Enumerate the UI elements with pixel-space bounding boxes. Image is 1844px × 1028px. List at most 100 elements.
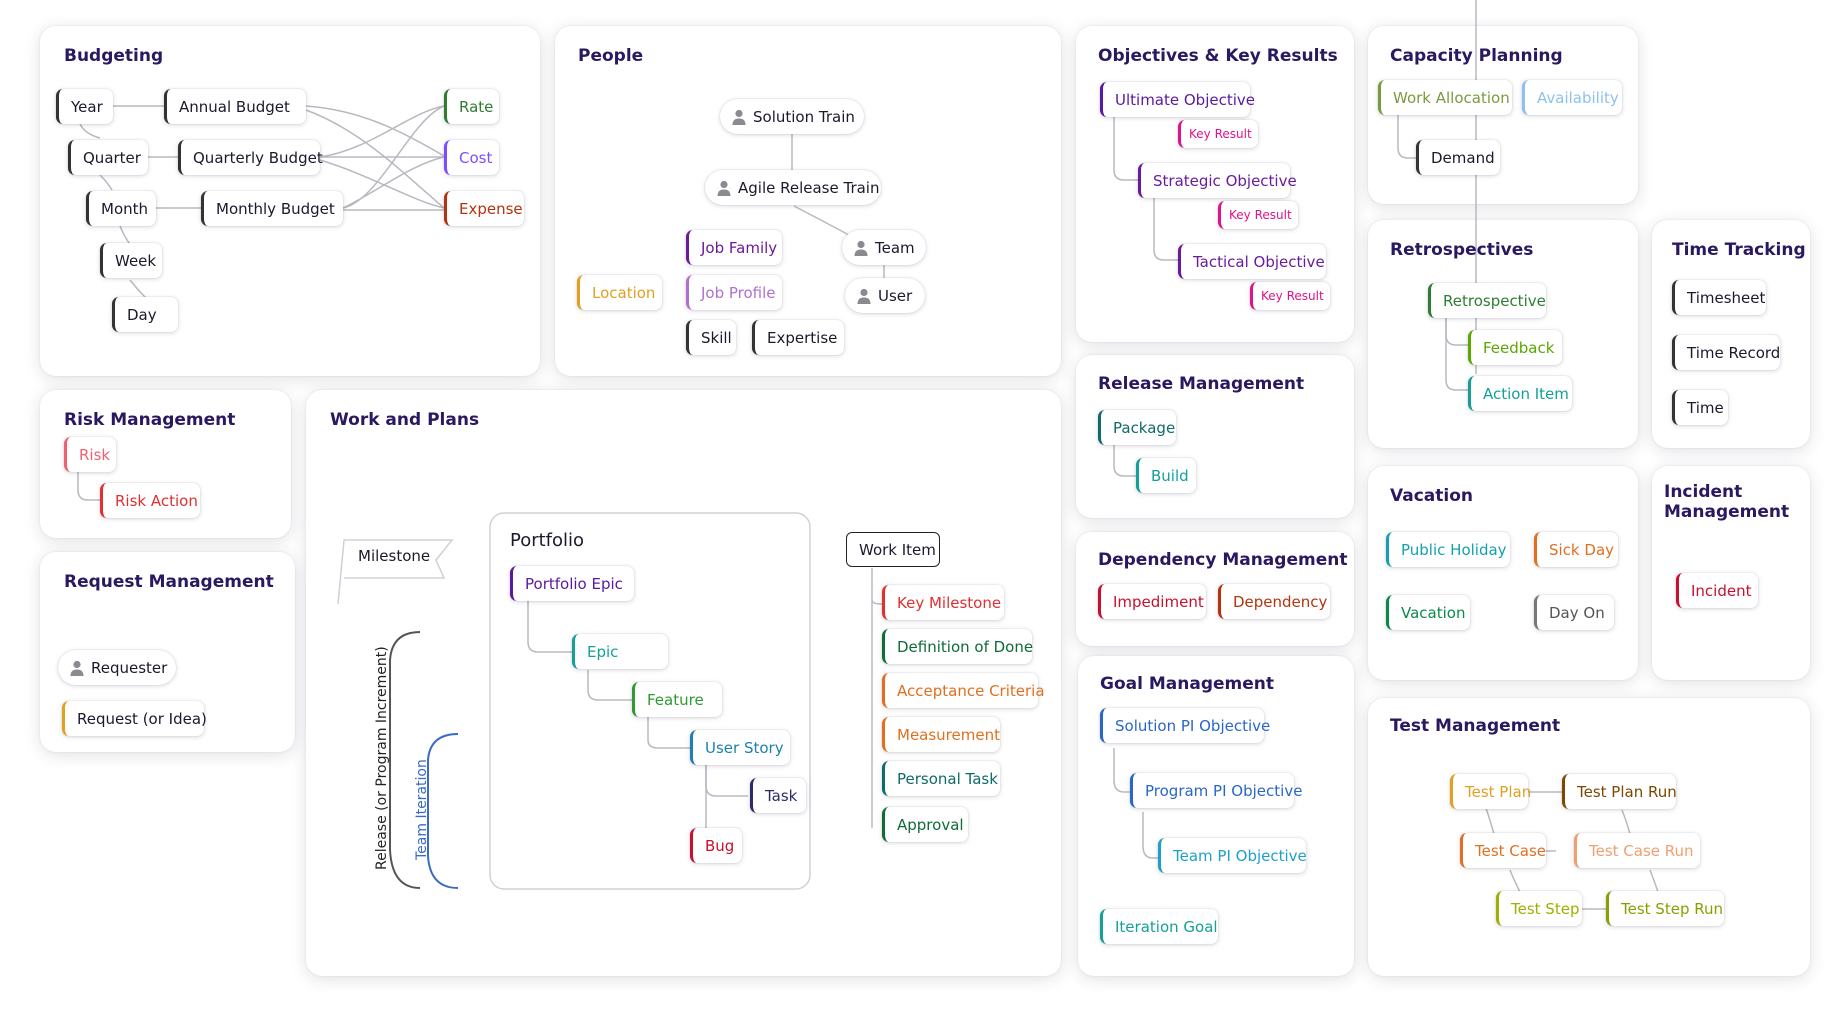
people-node-label: Agile Release Train <box>738 178 880 197</box>
team-iteration-label[interactable]: Team Iteration <box>414 759 430 860</box>
person-icon <box>70 660 84 676</box>
vacation-panel <box>1368 466 1638 680</box>
time-tracking-title: Time Tracking <box>1672 240 1806 260</box>
budget-node-expense[interactable]: Expense <box>444 191 524 226</box>
okr-title: Objectives & Key Results <box>1098 46 1338 66</box>
risk-title: Risk Management <box>64 410 236 430</box>
budget-node-week[interactable]: Week <box>100 243 162 278</box>
work-node-work-item[interactable]: Work Item <box>846 532 940 567</box>
vacation-node-sick-day[interactable]: Sick Day <box>1534 532 1618 567</box>
goal-node-solution-pi[interactable]: Solution PI Objective <box>1100 708 1270 743</box>
release-label[interactable]: Release (or Program Increment) <box>374 646 390 870</box>
retrospectives-title: Retrospectives <box>1390 240 1534 260</box>
dependency-node-impediment[interactable]: Impediment <box>1098 584 1206 619</box>
goal-node-team-pi[interactable]: Team PI Objective <box>1158 838 1307 873</box>
goal-node-iteration-goal[interactable]: Iteration Goal <box>1100 909 1218 944</box>
budget-node-quarter[interactable]: Quarter <box>68 140 148 175</box>
people-node-skill[interactable]: Skill <box>686 320 736 355</box>
vacation-node-public-holiday[interactable]: Public Holiday <box>1386 532 1510 567</box>
retro-node-action-item[interactable]: Action Item <box>1468 376 1572 411</box>
work-node-key-milestone[interactable]: Key Milestone <box>882 585 1004 620</box>
test-node-test-plan[interactable]: Test Plan <box>1450 774 1531 809</box>
work-node-definition-of-done[interactable]: Definition of Done <box>882 629 1033 664</box>
person-icon <box>857 288 871 304</box>
time-node-time-record[interactable]: Time Record <box>1672 335 1780 370</box>
budget-node-year[interactable]: Year <box>56 89 113 124</box>
test-node-test-case-run[interactable]: Test Case Run <box>1574 833 1700 868</box>
incident-node-incident[interactable]: Incident <box>1676 573 1758 608</box>
test-node-test-step-run[interactable]: Test Step Run <box>1606 891 1724 926</box>
work-node-personal-task[interactable]: Personal Task <box>882 761 1000 796</box>
test-node-test-plan-run[interactable]: Test Plan Run <box>1562 774 1677 809</box>
people-node-expertise[interactable]: Expertise <box>752 320 844 355</box>
work-node-portfolio-epic[interactable]: Portfolio Epic <box>510 566 634 601</box>
people-node-job-profile[interactable]: Job Profile <box>686 275 782 310</box>
request-node-requester[interactable]: Requester <box>58 650 176 685</box>
person-icon <box>854 240 868 256</box>
vacation-title: Vacation <box>1390 486 1473 506</box>
retro-node-retrospective[interactable]: Retrospective <box>1428 283 1546 318</box>
time-node-time[interactable]: Time <box>1672 390 1728 425</box>
dependency-node-dependency[interactable]: Dependency <box>1218 584 1330 619</box>
goal-node-program-pi[interactable]: Program PI Objective <box>1130 773 1302 808</box>
test-title: Test Management <box>1390 716 1561 736</box>
people-node-agile-release-train[interactable]: Agile Release Train <box>705 170 881 205</box>
person-icon <box>732 109 746 125</box>
work-node-feature[interactable]: Feature <box>632 682 722 717</box>
capacity-node-work-allocation[interactable]: Work Allocation <box>1378 80 1512 115</box>
risk-node-risk[interactable]: Risk <box>64 437 116 472</box>
release-node-package[interactable]: Package <box>1098 410 1176 445</box>
milestone-label[interactable]: Milestone <box>358 547 431 565</box>
risk-node-risk-action[interactable]: Risk Action <box>100 483 200 518</box>
release-title: Release Management <box>1098 374 1305 394</box>
budgeting-title: Budgeting <box>64 46 164 66</box>
okr-node-key-result-3[interactable]: Key Result <box>1250 282 1330 310</box>
okr-node-key-result-2[interactable]: Key Result <box>1218 201 1298 229</box>
request-node-request[interactable]: Request (or Idea) <box>62 701 207 736</box>
work-node-acceptance-criteria[interactable]: Acceptance Criteria <box>882 673 1045 708</box>
people-node-user[interactable]: User <box>845 278 925 313</box>
release-node-build[interactable]: Build <box>1136 458 1196 493</box>
retro-node-feedback[interactable]: Feedback <box>1468 330 1562 365</box>
people-node-label: Solution Train <box>753 107 855 126</box>
work-node-user-story[interactable]: User Story <box>690 730 790 765</box>
people-node-label: User <box>878 286 913 305</box>
vacation-node-day-on[interactable]: Day On <box>1534 595 1614 630</box>
work-node-approval[interactable]: Approval <box>882 807 968 842</box>
people-node-label: Team <box>875 238 915 257</box>
budget-node-annual-budget[interactable]: Annual Budget <box>164 89 306 124</box>
time-node-timesheet[interactable]: Timesheet <box>1672 280 1766 315</box>
okr-node-ultimate-objective[interactable]: Ultimate Objective <box>1100 82 1255 117</box>
budget-node-rate[interactable]: Rate <box>444 89 499 124</box>
budget-node-month[interactable]: Month <box>86 191 156 226</box>
people-node-location[interactable]: Location <box>577 275 662 310</box>
okr-node-strategic-objective[interactable]: Strategic Objective <box>1138 163 1297 198</box>
work-node-bug[interactable]: Bug <box>690 828 742 863</box>
work-node-epic[interactable]: Epic <box>572 634 668 669</box>
okr-node-key-result-1[interactable]: Key Result <box>1178 120 1258 148</box>
budget-node-quarterly-budget[interactable]: Quarterly Budget <box>178 140 323 175</box>
budget-node-monthly-budget[interactable]: Monthly Budget <box>201 191 343 226</box>
person-icon <box>717 180 731 196</box>
incident-title: Incident Management <box>1664 482 1790 522</box>
budget-node-day[interactable]: Day <box>112 297 178 332</box>
goal-title: Goal Management <box>1100 674 1274 694</box>
vacation-node-vacation[interactable]: Vacation <box>1386 595 1470 630</box>
work-node-task[interactable]: Task <box>750 778 806 813</box>
okr-node-tactical-objective[interactable]: Tactical Objective <box>1178 244 1326 279</box>
capacity-title: Capacity Planning <box>1390 46 1563 66</box>
people-node-team[interactable]: Team <box>842 230 926 265</box>
capacity-node-availability[interactable]: Availability <box>1522 80 1622 115</box>
test-node-test-step[interactable]: Test Step <box>1496 891 1582 926</box>
budget-node-cost[interactable]: Cost <box>444 140 499 175</box>
work-node-measurement[interactable]: Measurement <box>882 717 1000 752</box>
request-title: Request Management <box>64 572 274 592</box>
people-title: People <box>578 46 644 66</box>
dependency-title: Dependency Management <box>1098 550 1348 570</box>
people-node-job-family[interactable]: Job Family <box>686 230 782 265</box>
request-node-label: Requester <box>91 658 168 677</box>
capacity-node-demand[interactable]: Demand <box>1416 140 1500 175</box>
portfolio-label: Portfolio <box>510 530 585 551</box>
people-node-solution-train[interactable]: Solution Train <box>720 99 864 134</box>
test-node-test-case[interactable]: Test Case <box>1460 833 1546 868</box>
